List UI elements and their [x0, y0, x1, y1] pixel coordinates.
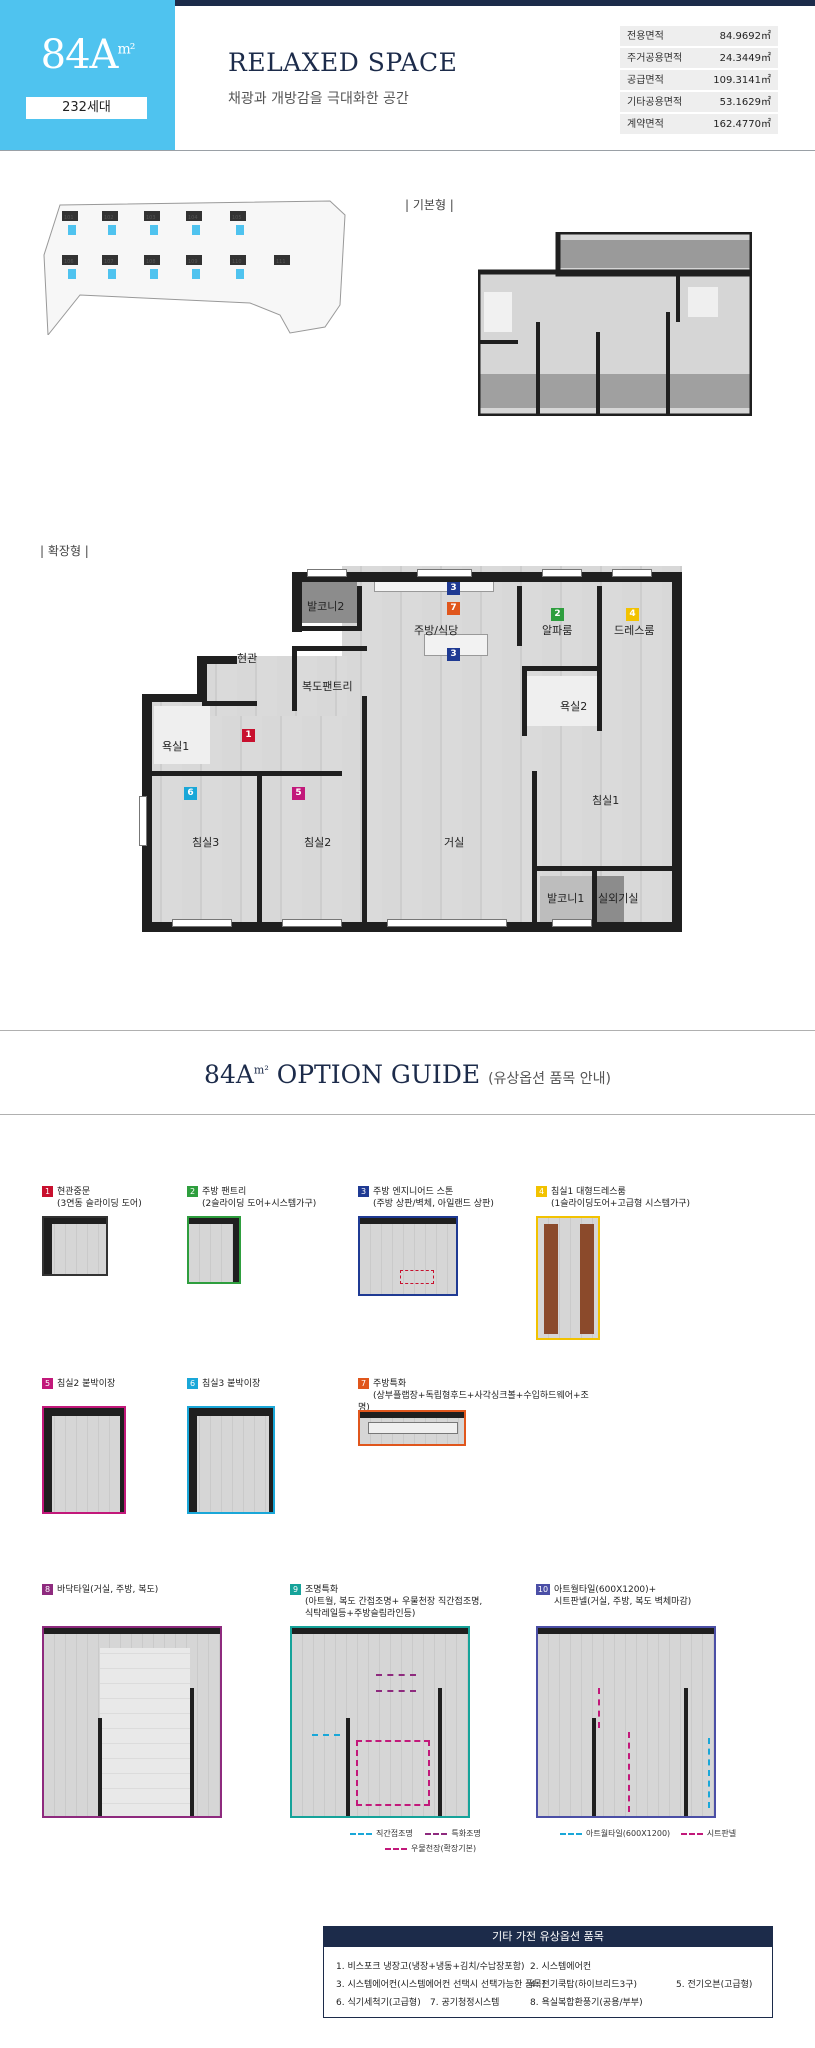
artwall-legend: 아트월타일(600X1200) 시트판넬 [560, 1828, 736, 1839]
site-block-label: 105 [232, 215, 242, 221]
option-5-thumbnail [42, 1406, 126, 1514]
option-8-thumbnail [42, 1626, 222, 1818]
appliance-item: 2. 시스템에어컨 [530, 1962, 592, 1972]
option-4-thumbnail [536, 1216, 600, 1340]
appliance-options-title: 기타 가전 유상옵션 품목 [324, 1927, 772, 1947]
appliance-item: 1. 비스포크 냉장고(냉장+냉동+김치/수납장포함) [336, 1962, 525, 1972]
option-marker: 1 [242, 729, 255, 742]
appliance-item: 8. 욕실복합환풍기(공용/부부) [530, 1998, 643, 2008]
household-count: 232세대 [26, 97, 147, 119]
appliance-item: 7. 공기청정시스템 [430, 1998, 500, 2008]
option-3-thumbnail [358, 1216, 458, 1296]
option-marker: 3 [447, 582, 460, 595]
site-block-label: 106 [64, 259, 74, 265]
option-marker: 5 [292, 787, 305, 800]
option-6-thumbnail [187, 1406, 275, 1514]
option-10-thumbnail [536, 1626, 716, 1818]
lighting-legend: 우물천장(확장기본) [385, 1843, 476, 1854]
site-block-label: 101 [64, 215, 74, 221]
extended-floor-plan: 발코니2 주방/식당 알파룸 드레스룸 현관 복도팬트리 욕실1 욕실2 침실1… [139, 566, 682, 932]
option-marker: 4 [626, 608, 639, 621]
option-1-thumbnail [42, 1216, 108, 1276]
room-bath2: 욕실2 [560, 700, 588, 713]
room-entrance: 현관 [237, 652, 258, 665]
header-divider [0, 150, 815, 151]
appliance-item: 5. 전기오븐(고급형) [676, 1980, 753, 1990]
appliance-options-table: 기타 가전 유상옵션 품목 1. 비스포크 냉장고(냉장+냉동+김치/수납장포함… [323, 1926, 773, 2018]
site-block-label: 108 [146, 259, 156, 265]
lighting-legend: 직간접조명 특화조명 [350, 1828, 481, 1839]
room-bed1: 침실1 [592, 794, 620, 807]
extended-plan-label: | 확장형 | [40, 544, 89, 558]
top-accent-bar [175, 0, 815, 6]
appliance-item: 3. 시스템에어컨(시스템에어컨 선택시 선택가능한 품목) [336, 1980, 546, 1990]
room-kitchen: 주방/식당 [414, 624, 459, 637]
basic-floor-plan [478, 232, 752, 416]
option-7-thumbnail [358, 1410, 466, 1446]
page-title: RELAXED SPACE [228, 48, 458, 77]
option-marker: 7 [447, 602, 460, 615]
site-block-label: 111 [276, 259, 286, 265]
section-divider [0, 1114, 815, 1115]
site-block-label: 104 [188, 215, 198, 221]
unit-type-title: 84Am² [40, 32, 136, 78]
option-marker: 3 [447, 648, 460, 661]
room-balcony2: 발코니2 [307, 600, 345, 613]
page-subtitle: 채광과 개방감을 극대화한 공간 [228, 91, 409, 107]
option-marker: 6 [184, 787, 197, 800]
room-utility: 실외기실 [598, 892, 639, 905]
appliance-item: 6. 식기세척기(고급형) [336, 1998, 421, 2008]
site-block-label: 110 [232, 259, 242, 265]
room-bed2: 침실2 [304, 836, 332, 849]
appliance-item: 4. 전기쿡탑(하이브리드3구) [530, 1980, 637, 1990]
site-plan: 101 102 103 104 105 106 107 108 109 110 … [43, 200, 346, 335]
room-alpha: 알파룸 [542, 624, 573, 637]
room-dressroom: 드레스룸 [614, 624, 655, 637]
option-2-thumbnail [187, 1216, 241, 1284]
option-9-thumbnail [290, 1626, 470, 1818]
basic-plan-label: | 기본형 | [405, 198, 454, 212]
option-guide-title: 84Am² OPTION GUIDE (유상옵션 품목 안내) [204, 1060, 611, 1089]
room-bed3: 침실3 [192, 836, 220, 849]
room-living: 거실 [444, 836, 465, 849]
site-block-label: 103 [146, 215, 156, 221]
room-balcony1: 발코니1 [547, 892, 585, 905]
section-divider [0, 1030, 815, 1031]
option-marker: 2 [551, 608, 564, 621]
room-pantry: 복도팬트리 [302, 680, 353, 693]
unit-type-box [0, 0, 175, 150]
site-block-label: 109 [188, 259, 198, 265]
room-bath1: 욕실1 [162, 740, 190, 753]
site-block-label: 102 [104, 215, 114, 221]
site-block-label: 107 [104, 259, 114, 265]
